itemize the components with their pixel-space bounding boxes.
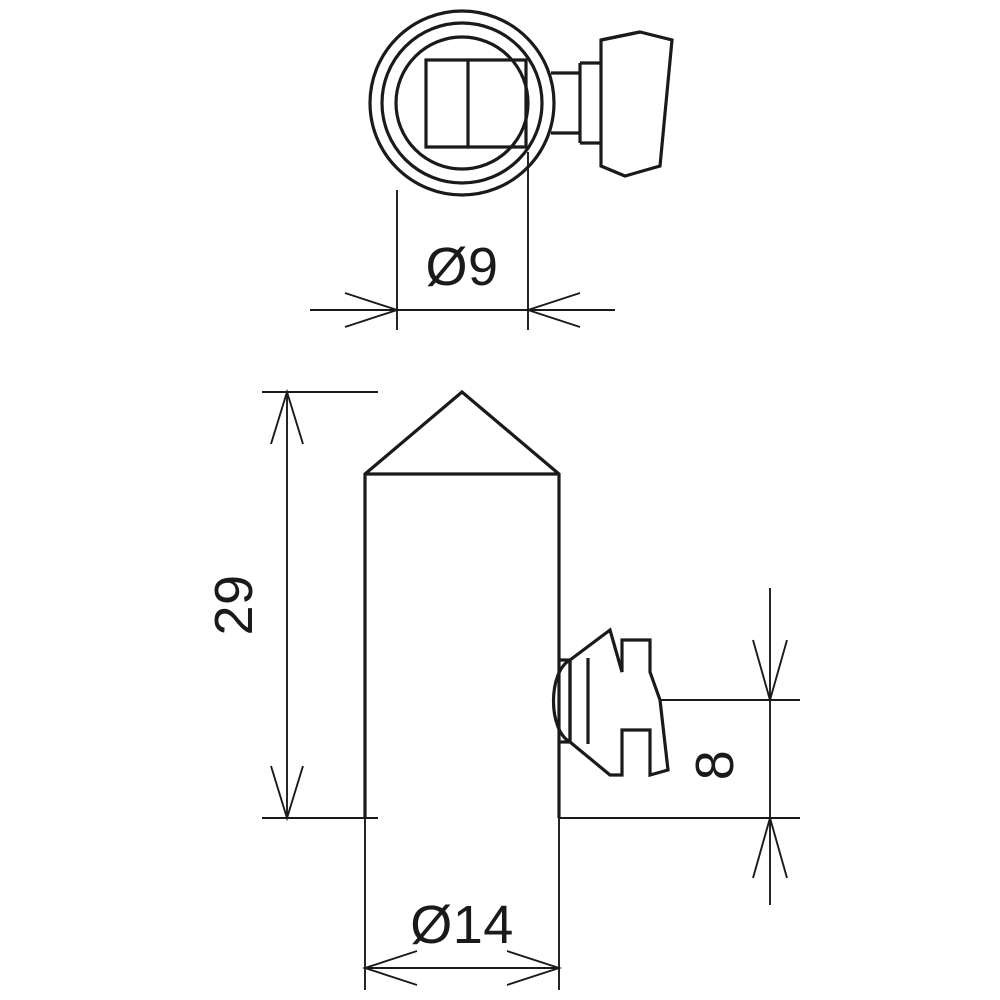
top-view-wing-head-edge (600, 30, 641, 42)
top-view-wing-head (599, 30, 674, 178)
top-view-second-circle (380, 21, 544, 185)
top-view-outer-circle (368, 9, 556, 197)
front-view-group (363, 389, 670, 818)
dim14-label: Ø14 (410, 895, 514, 955)
dim9-arrow-right (524, 292, 581, 328)
dim14-arrow-right (506, 950, 563, 986)
dim14-arrow-left (361, 950, 418, 986)
dimension-height-8: 8 (559, 588, 800, 905)
dim9-label: Ø9 (425, 237, 498, 297)
dim29-label: 29 (204, 574, 264, 635)
front-wing-nut-profile (568, 627, 670, 778)
dim8-arrow-bottom (752, 814, 788, 879)
dim29-arrow-bottom (270, 765, 304, 822)
top-view-third-circle (394, 35, 530, 171)
dim8-label: 8 (685, 750, 745, 781)
top-view-square-bore (466, 58, 528, 149)
front-view-body-outline (363, 389, 561, 818)
dimension-height-29: 29 (204, 388, 378, 822)
dim29-arrow-top (270, 388, 304, 445)
top-view-group (368, 9, 674, 197)
top-view-square-bore-left (424, 58, 468, 149)
dimension-diameter-9: Ø9 (310, 152, 615, 330)
dim9-arrow-left (344, 292, 401, 328)
dim8-arrow-top (752, 639, 788, 704)
front-screw-round-head (552, 657, 572, 745)
dimension-diameter-14: Ø14 (361, 818, 563, 990)
